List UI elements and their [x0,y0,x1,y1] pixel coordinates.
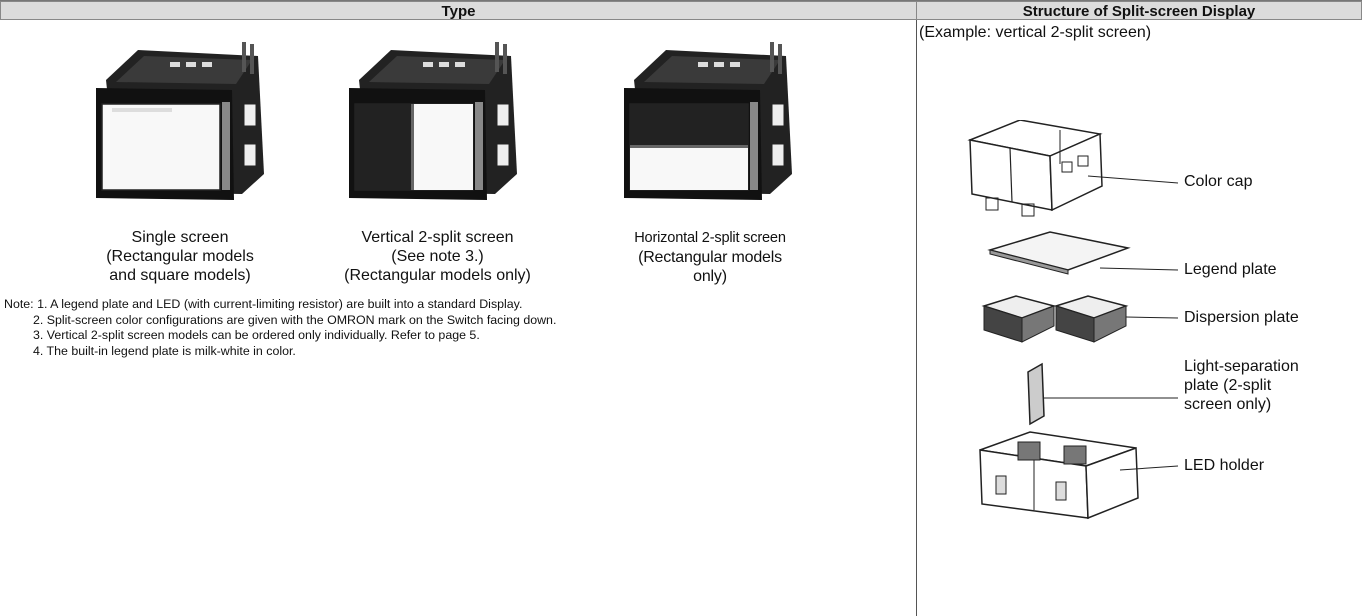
part-label-line: Legend plate [1184,261,1277,278]
part-label-line: LED holder [1184,457,1265,474]
note-text: 1. A legend plate and LED (with current-… [37,297,523,311]
top-rule [0,0,1362,1]
type-caption-horizontal-split: Horizontal 2-split screen (Rectangular m… [610,229,810,286]
structure-example-label: (Example: vertical 2-split screen) [919,24,1152,41]
caption-line: and square models) [109,267,251,284]
type-caption-vertical-split: Vertical 2-split screen (See note 3.) (R… [315,228,560,285]
color-cap-part [967,120,1103,217]
part-label-line: Dispersion plate [1184,309,1299,326]
caption-line: Vertical 2-split screen [361,229,514,246]
note-3: 3. Vertical 2-split screen models can be… [33,328,480,342]
structure-column-header: Structure of Split-screen Display [916,1,1362,20]
caption-line: Horizontal 2-split screen [634,230,786,246]
note-prefix: Note: [4,297,34,311]
part-label-line: plate (2-split [1184,377,1272,394]
caption-line: (Rectangular models [638,249,782,266]
part-label-light-separation-plate: Light-separation plate (2-split screen o… [1184,357,1299,414]
single-screen-switch-figure [96,42,264,200]
part-label-color-cap: Color cap [1184,172,1252,191]
caption-line: Single screen [131,229,229,246]
part-label-led-holder: LED holder [1184,456,1264,475]
vertical-split-switch-figure [349,42,517,200]
notes: Note: 1. A legend plate and LED (with cu… [4,297,556,359]
part-label-line: Color cap [1184,173,1253,190]
caption-line: (See note 3.) [391,248,484,265]
horizontal-split-switch-figure [624,42,792,200]
caption-line: (Rectangular models only) [344,267,531,284]
note-2: 2. Split-screen color configurations are… [33,312,557,327]
exploded-structure-diagram [967,120,1179,520]
column-divider [916,20,917,616]
caption-line: only) [693,268,727,285]
part-label-legend-plate: Legend plate [1184,260,1277,279]
caption-line: (Rectangular models [106,248,254,265]
part-label-line: screen only) [1184,396,1272,413]
part-label-line: Light-separation [1184,358,1299,375]
type-column-header: Type [0,1,917,20]
type-caption-single: Single screen (Rectangular models and sq… [80,228,280,285]
note-4: 4. The built-in legend plate is milk-whi… [33,343,296,358]
part-label-dispersion-plate: Dispersion plate [1184,308,1299,327]
note-1: Note: 1. A legend plate and LED (with cu… [4,297,556,313]
